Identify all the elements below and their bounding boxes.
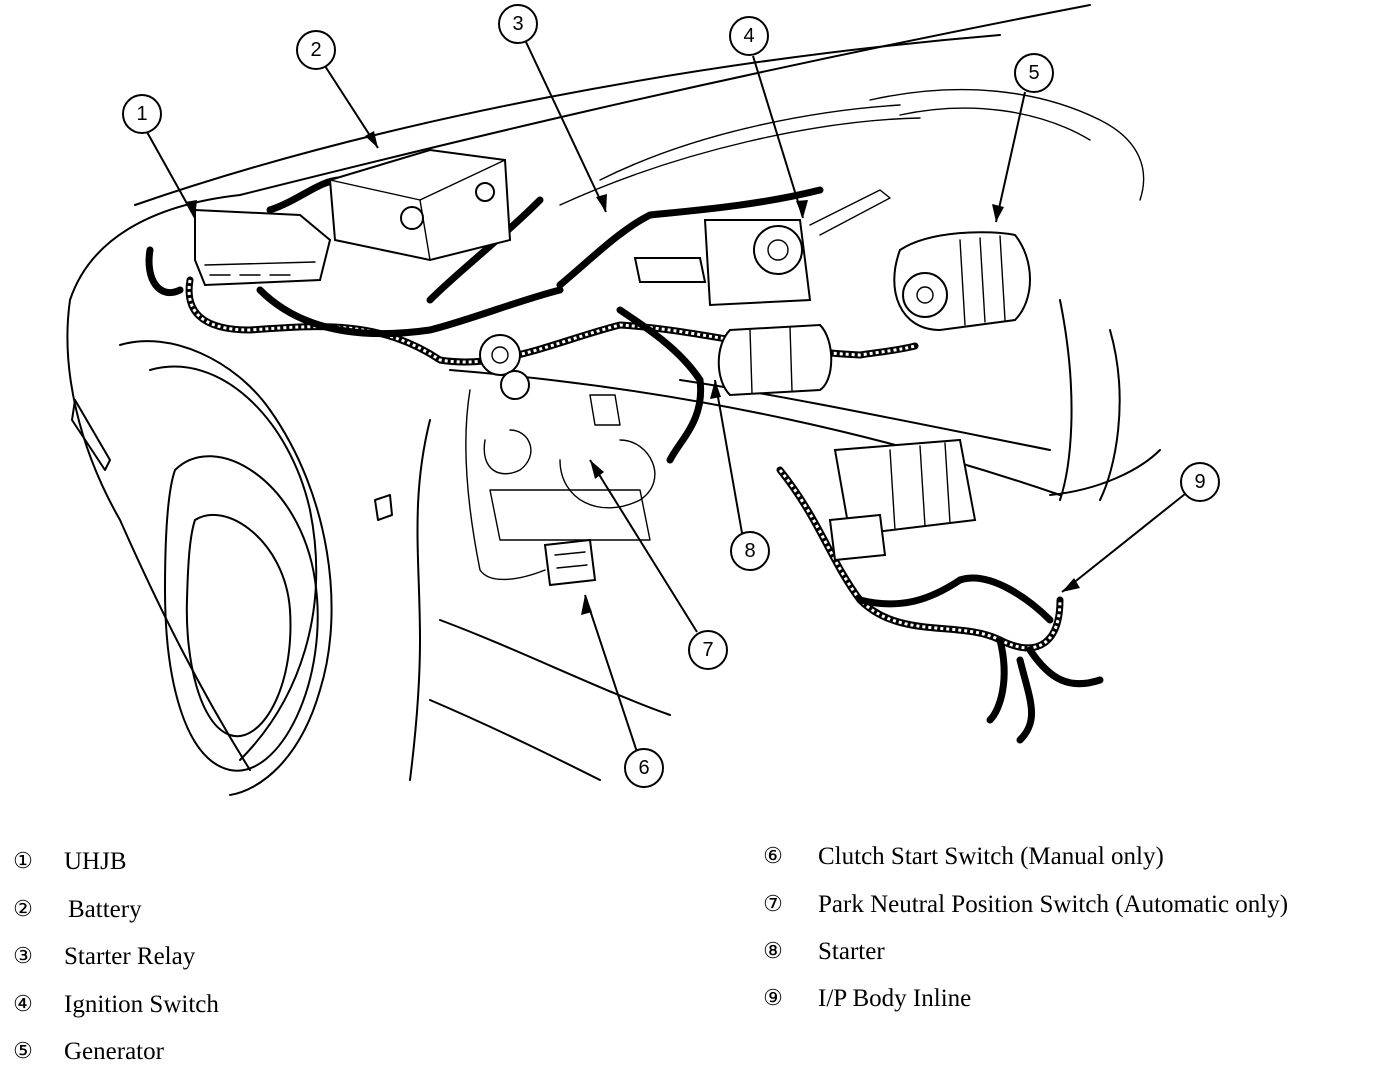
arrowhead-1 [185, 200, 197, 218]
starter-motor [717, 323, 833, 397]
engine-block [479, 334, 656, 541]
arrowhead-9 [1062, 578, 1080, 592]
legend-label: Generator [64, 1038, 164, 1065]
arrowhead-3 [596, 194, 607, 212]
battery [328, 148, 512, 262]
legend-number: ⑧ [763, 938, 783, 963]
arrowhead-6 [581, 595, 592, 615]
callout-3: 3 [498, 4, 538, 44]
arrowhead-4 [796, 200, 808, 218]
legend-label: Clutch Start Switch (Manual only) [818, 843, 1164, 870]
arrowhead-7 [590, 460, 604, 479]
legend-number: ① [13, 848, 33, 873]
arrowhead-5 [992, 204, 1004, 222]
legend-number: ⑥ [763, 843, 783, 868]
arrowhead-8 [710, 380, 721, 399]
legend-label: Battery [68, 896, 142, 923]
svg-text:7: 7 [702, 639, 713, 661]
callout-1: 1 [122, 94, 162, 134]
clutch-start-switch [543, 538, 597, 587]
generator [893, 231, 1031, 332]
svg-text:6: 6 [638, 757, 649, 779]
car-body-outline [66, 4, 1161, 796]
legend-label: Park Neutral Position Switch (Automatic … [818, 891, 1289, 918]
callout-7: 7 [688, 630, 728, 670]
wiring-diagram: 1 2 3 4 5 6 7 8 9 [66, 4, 1220, 796]
uhjb-module [194, 208, 332, 287]
legend-number: ⑦ [763, 891, 783, 916]
legend-number: ② [13, 896, 33, 921]
legend-label: Starter Relay [64, 943, 196, 970]
legend-number: ④ [13, 991, 33, 1016]
legend-label: Starter [818, 938, 885, 965]
svg-text:3: 3 [512, 13, 523, 35]
legend-number: ⑤ [13, 1038, 33, 1063]
callout-2: 2 [296, 30, 336, 70]
svg-text:2: 2 [310, 39, 321, 61]
ignition-switch [633, 189, 891, 307]
leader-lines [146, 41, 1186, 753]
wiring-harness [145, 176, 1104, 744]
legend-number: ③ [13, 943, 33, 968]
legend-label: UHJB [64, 848, 127, 875]
callout-4: 4 [729, 16, 769, 56]
callout-8: 8 [730, 531, 770, 571]
svg-text:5: 5 [1028, 62, 1039, 84]
svg-text:4: 4 [743, 25, 754, 47]
svg-text:8: 8 [744, 540, 755, 562]
svg-text:9: 9 [1194, 471, 1205, 493]
ip-body-inline-connector [828, 438, 977, 562]
callout-6: 6 [624, 748, 664, 788]
arrowhead-2 [365, 131, 378, 148]
svg-text:1: 1 [136, 103, 147, 125]
legend-number: ⑨ [763, 985, 783, 1010]
callout-9: 9 [1180, 462, 1220, 502]
legend-label: I/P Body Inline [818, 985, 972, 1012]
legend-label: Ignition Switch [64, 991, 219, 1018]
callout-5: 5 [1014, 53, 1054, 93]
